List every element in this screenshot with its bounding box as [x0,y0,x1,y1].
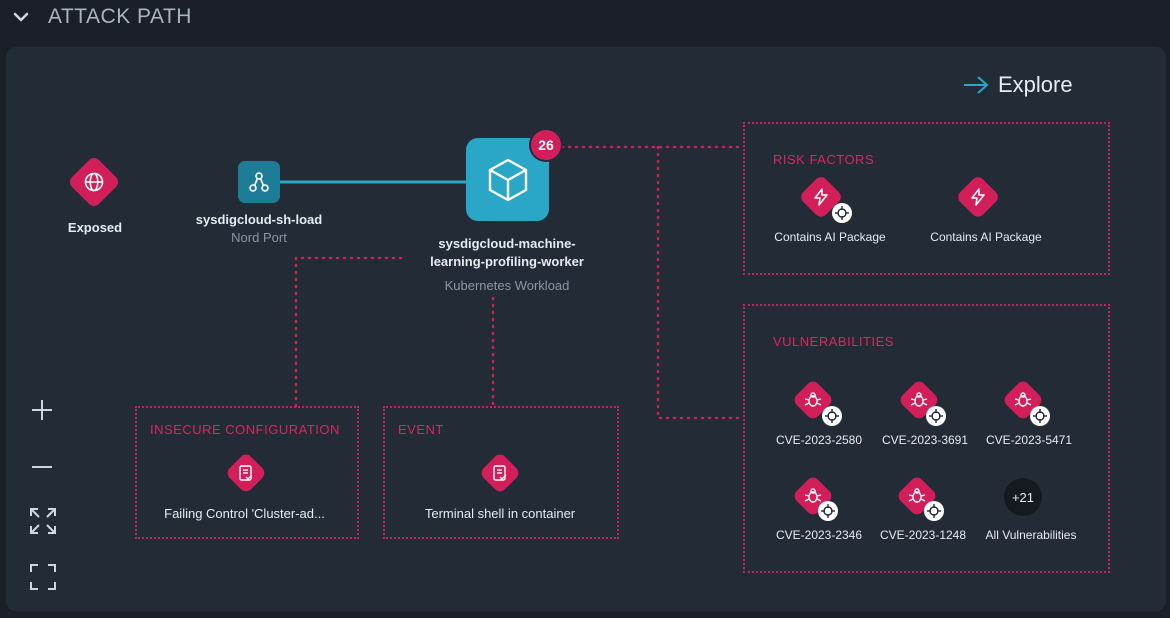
bug-icon [905,386,933,414]
target-icon [926,406,946,426]
plus-icon[interactable] [30,398,54,422]
vulnerability-label: CVE-2023-3691 [881,433,969,447]
network-icon [238,161,280,203]
vulnerabilities-panel [743,304,1110,573]
risk-factor-label: Contains AI Package [774,230,886,244]
minus-icon[interactable] [30,455,54,479]
exposed-label: Exposed [67,220,123,235]
event-panel [383,406,619,539]
workload-label-line2: learning-profiling-worker [430,254,584,269]
event-label: Terminal shell in container [424,506,576,521]
fullscreen-icon[interactable] [29,563,57,591]
lightning-icon [807,183,835,211]
section-title: ATTACK PATH [48,5,192,28]
arrow-right-icon [964,76,989,94]
findings-count-badge: 26 [529,128,563,162]
globe-icon [79,167,109,197]
checklist-icon [486,459,514,487]
risk-factors-title: RISK FACTORS [773,152,875,167]
insecure-configuration-title: INSECURE CONFIGURATION [150,422,340,437]
vulnerability-label: CVE-2023-2346 [775,528,863,542]
section-header[interactable]: ATTACK PATH [0,0,1170,40]
vulnerability-label: CVE-2023-5471 [985,433,1073,447]
insecure-configuration-label: Failing Control 'Cluster-ad... [164,506,325,521]
vulnerability-label: CVE-2023-1248 [879,528,967,542]
chevron-down-icon[interactable] [12,10,30,26]
bug-icon [903,482,931,510]
attack-path-canvas[interactable] [6,47,1166,611]
risk-factor-label: Contains AI Package [930,230,1042,244]
bug-icon [799,482,827,510]
explore-label: Explore [998,72,1073,97]
risk-factors-panel [743,122,1110,275]
explore-button[interactable]: Explore [962,70,1073,100]
bug-icon [799,386,827,414]
target-icon [1030,406,1050,426]
vulnerability-label: CVE-2023-2580 [775,433,863,447]
cube-icon [466,138,549,221]
all-vulnerabilities-label: All Vulnerabilities [985,528,1077,542]
target-icon [924,501,944,521]
more-vulnerabilities-count: +21 [1004,478,1042,516]
workload-label-line1: sysdigcloud-machine- [438,236,576,251]
checklist-icon [232,459,260,487]
target-icon [822,406,842,426]
target-icon [832,203,852,223]
event-title: EVENT [398,422,444,437]
load-balancer-label: sysdigcloud-sh-load [195,212,323,227]
lightning-icon [964,183,992,211]
target-icon [818,501,838,521]
fit-view-icon[interactable] [29,507,57,535]
insecure-configuration-panel [135,406,359,539]
vulnerabilities-title: VULNERABILITIES [773,334,894,349]
workload-type: Kubernetes Workload [444,278,570,293]
bug-icon [1009,386,1037,414]
load-balancer-type: Nord Port [231,230,287,245]
